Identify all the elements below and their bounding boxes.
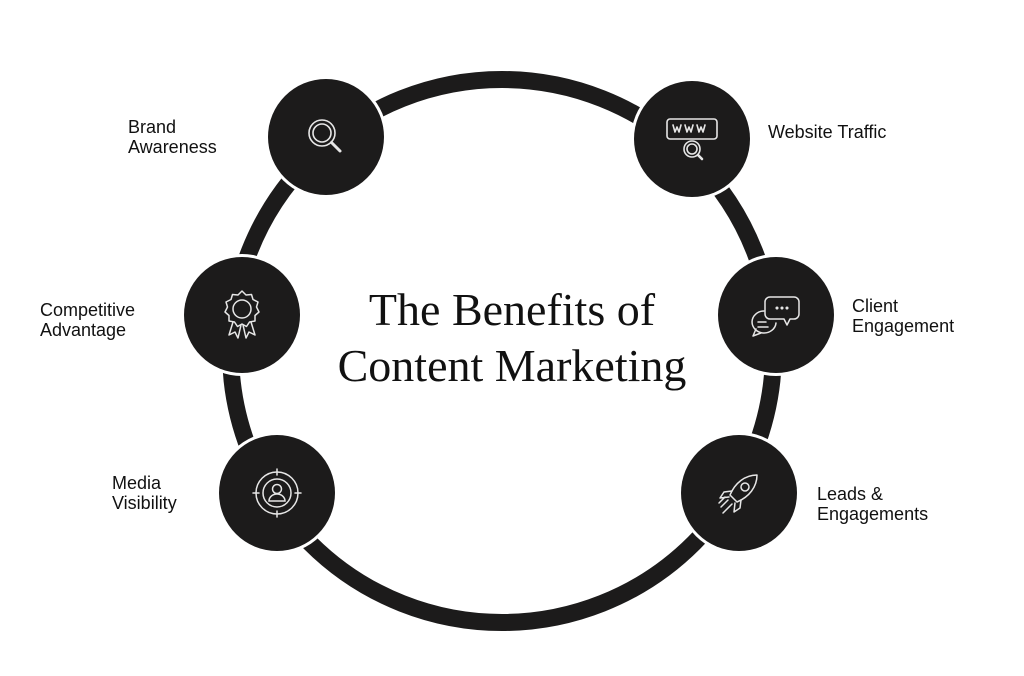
award-badge-icon — [224, 290, 260, 339]
label-line: Awareness — [128, 137, 217, 157]
diagram-title: The Benefits of Content Marketing — [312, 282, 712, 394]
label-leads-engagements: Leads & Engagements — [817, 484, 928, 524]
www-search-icon — [666, 118, 718, 161]
label-media-visibility: Media Visibility — [112, 473, 177, 513]
label-brand-awareness: Brand Awareness — [128, 117, 217, 157]
title-line-1: The Benefits of — [368, 284, 656, 335]
label-line: Brand — [128, 117, 177, 137]
target-person-icon — [252, 468, 302, 518]
label-line: Competitive — [40, 300, 136, 320]
label-line: Visibility — [112, 493, 177, 513]
leads-engagements-node — [681, 435, 797, 551]
label-competitive-advantage: Competitive Advantage — [40, 300, 135, 340]
competitive-advantage-node — [184, 257, 300, 373]
media-visibility-node — [219, 435, 335, 551]
label-line: Client — [852, 296, 899, 316]
label-line: Engagement — [852, 316, 955, 336]
brand-awareness-node — [268, 79, 384, 195]
client-engagement-node — [718, 257, 834, 373]
magnifier-icon — [308, 119, 342, 153]
label-line: Leads & — [817, 484, 884, 504]
label-line: Website Traffic — [768, 122, 887, 142]
rocket-icon — [718, 474, 758, 514]
label-website-traffic: Website Traffic — [768, 122, 886, 142]
chat-bubbles-icon — [751, 296, 800, 337]
label-line: Advantage — [40, 320, 127, 340]
label-client-engagement: Client Engagement — [852, 296, 954, 336]
title-line-2: Content Marketing — [337, 340, 687, 391]
website-traffic-node — [634, 81, 750, 197]
label-line: Engagements — [817, 504, 929, 524]
label-line: Media — [112, 473, 162, 493]
